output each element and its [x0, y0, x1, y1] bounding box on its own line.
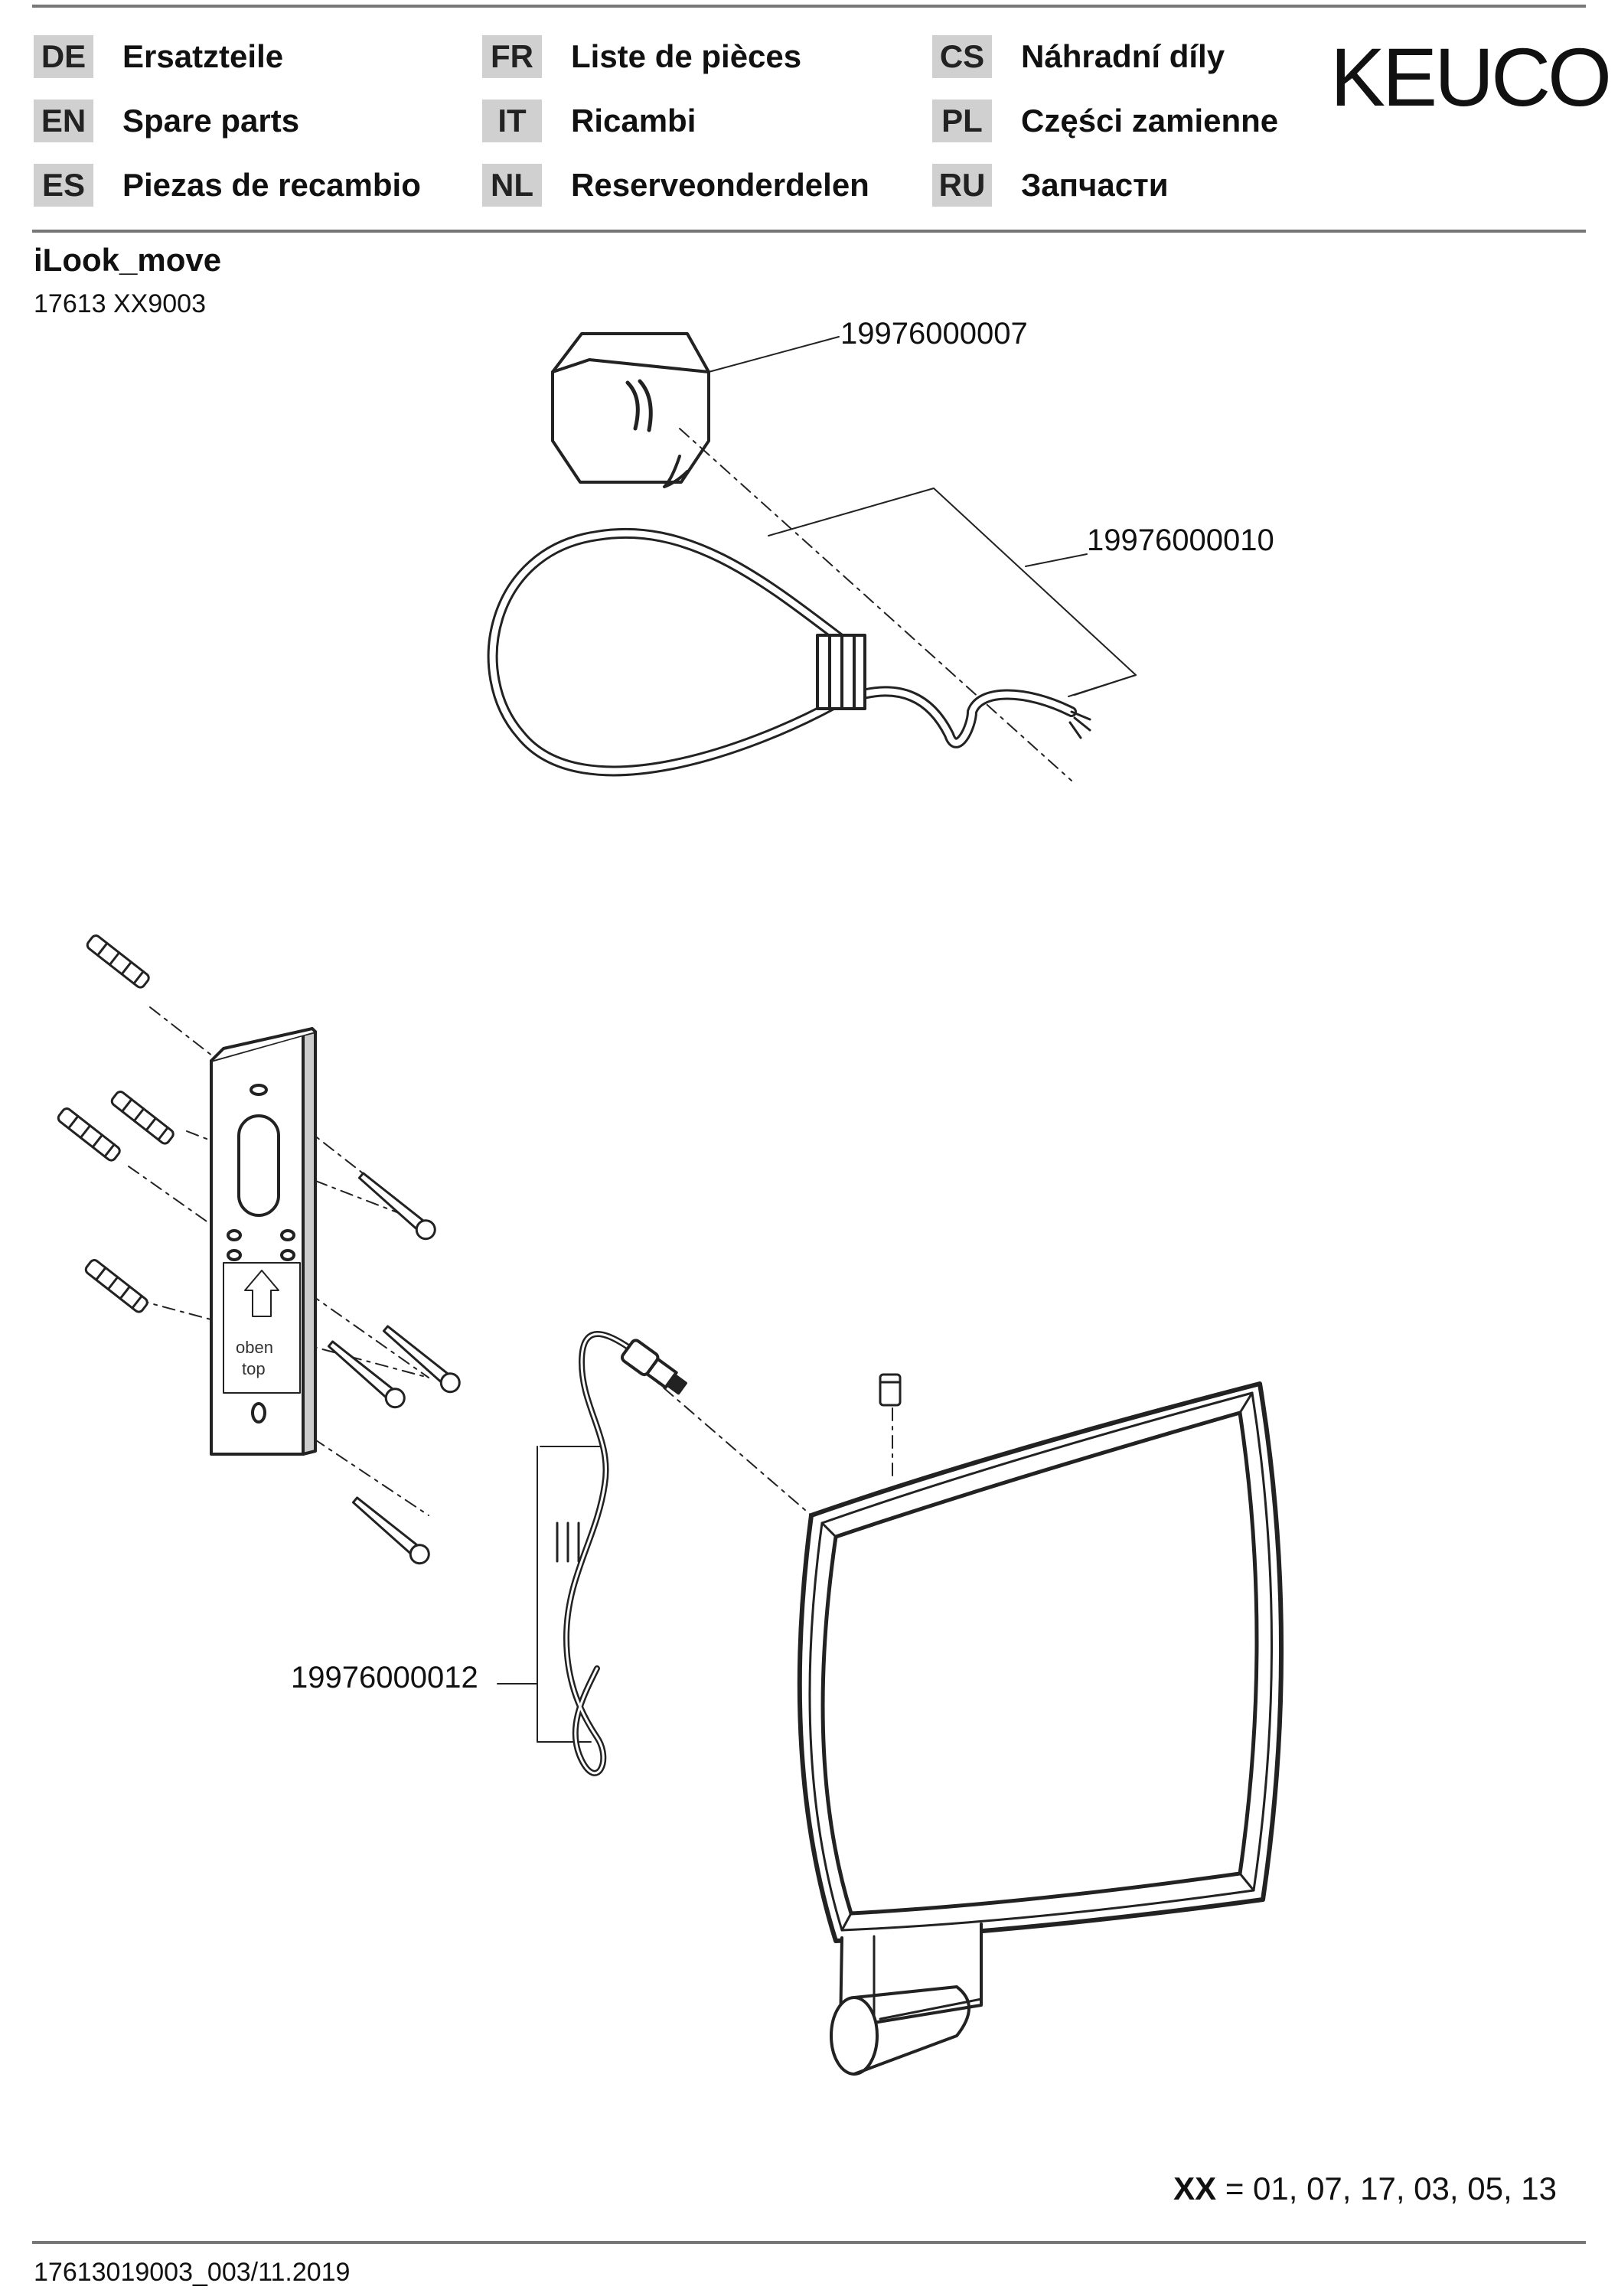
document-id: 17613019003_003/11.2019 [34, 2258, 351, 2287]
variant-values: = 01, 07, 17, 03, 05, 13 [1225, 2170, 1557, 2206]
lang-row-it: IT Ricambi [482, 99, 696, 142]
transformer-box-drawing [551, 332, 710, 488]
top-rule [32, 5, 1586, 8]
lang-row-en: EN Spare parts [34, 99, 299, 142]
product-name: iLook_move [34, 242, 222, 278]
variant-codes: XX = 01, 07, 17, 03, 05, 13 [1173, 2170, 1557, 2207]
header-bottom-rule [32, 230, 1586, 233]
lang-code: NL [482, 164, 542, 207]
lang-row-nl: NL Reserveonderdelen [482, 164, 869, 207]
lang-label: Ersatzteile [122, 38, 284, 74]
lang-code: PL [932, 99, 992, 142]
lang-code: CS [932, 35, 992, 78]
article-number: 17613 XX9003 [34, 289, 206, 318]
lang-label: Piezas de recambio [122, 167, 421, 203]
lang-code: RU [932, 164, 992, 207]
mirror-drawing [797, 1381, 1284, 2076]
lang-label: Náhradní díly [1021, 38, 1225, 74]
plate-label-top: oben [236, 1338, 273, 1357]
lang-label: Części zamienne [1021, 103, 1279, 139]
lang-row-ru: RU Запчасти [932, 164, 1169, 207]
lang-row-fr: FR Liste de pièces [482, 35, 801, 78]
lang-row-pl: PL Części zamienne [932, 99, 1278, 142]
footer-rule [32, 2241, 1586, 2244]
screws-drawing [327, 1172, 461, 1565]
part-number-transformer: 19976000007 [840, 317, 1028, 351]
grub-screw-drawing [879, 1373, 902, 1407]
plate-label-bottom: top [242, 1359, 266, 1378]
lang-label: Ricambi [571, 103, 696, 139]
variant-key: XX [1173, 2170, 1217, 2206]
lang-code: ES [34, 164, 93, 207]
part-number-connection-cable: 19976000010 [1087, 523, 1274, 557]
lang-row-es: ES Piezas de recambio [34, 164, 421, 207]
mirror-cable-drawing [556, 1331, 687, 1776]
lang-label: Liste de pièces [571, 38, 802, 74]
lang-label: Spare parts [122, 103, 300, 139]
lang-label: Reserveonderdelen [571, 167, 869, 203]
lang-row-cs: CS Náhradní díly [932, 35, 1225, 78]
wall-plugs-drawing [57, 934, 175, 1313]
lang-code: EN [34, 99, 93, 142]
lang-row-de: DE Ersatzteile [34, 35, 283, 78]
lang-code: IT [482, 99, 542, 142]
lang-code: FR [482, 35, 542, 78]
brand-logo: KEUCO [1330, 31, 1612, 123]
lang-code: DE [34, 35, 93, 78]
connection-cable-drawing [487, 527, 1091, 777]
part-number-mirror-cable: 19976000012 [291, 1661, 478, 1694]
lang-label: Запчасти [1021, 167, 1169, 203]
mounting-plate-drawing [210, 1027, 317, 1456]
